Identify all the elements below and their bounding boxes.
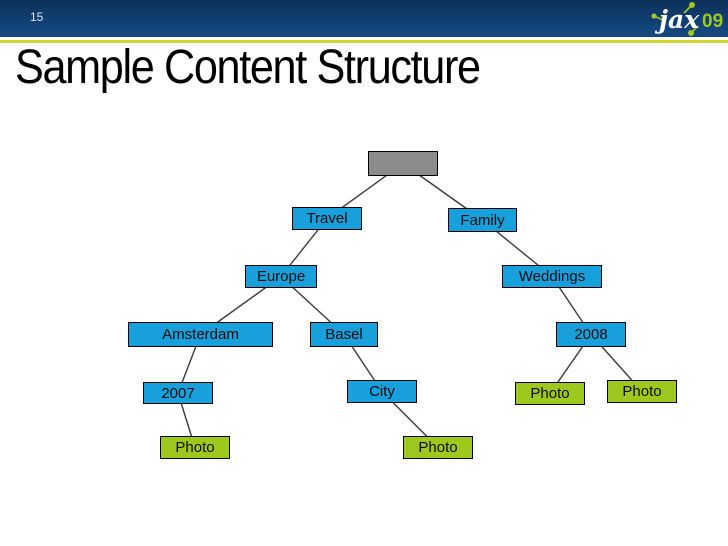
logo-suffix: 09 bbox=[702, 11, 723, 32]
node-city: City bbox=[347, 380, 417, 403]
node-photo-2007: Photo bbox=[160, 436, 230, 459]
header-bar: 15 jax 09 bbox=[0, 0, 728, 37]
logo-dot bbox=[651, 13, 657, 19]
node-basel: Basel bbox=[310, 322, 378, 347]
node-weddings: Weddings bbox=[502, 265, 602, 288]
header-accent-line bbox=[0, 40, 728, 43]
jax09-logo: jax 09 bbox=[651, 2, 723, 36]
node-root bbox=[368, 151, 438, 176]
slide-title: Sample Content Structure bbox=[15, 41, 481, 94]
logo-dot bbox=[689, 2, 695, 8]
slide-number: 15 bbox=[30, 10, 44, 24]
logo-dot bbox=[688, 30, 694, 36]
node-photo-2008-right: Photo bbox=[607, 380, 677, 403]
logo-text: jax bbox=[654, 5, 700, 34]
node-amsterdam: Amsterdam bbox=[128, 322, 273, 347]
node-family: Family bbox=[448, 208, 517, 232]
node-travel: Travel bbox=[292, 207, 362, 230]
node-photo-2008-left: Photo bbox=[515, 382, 585, 405]
node-europe: Europe bbox=[245, 265, 317, 288]
node-photo-city: Photo bbox=[403, 436, 473, 459]
node-year2007: 2007 bbox=[143, 382, 213, 404]
node-year2008: 2008 bbox=[556, 322, 626, 347]
